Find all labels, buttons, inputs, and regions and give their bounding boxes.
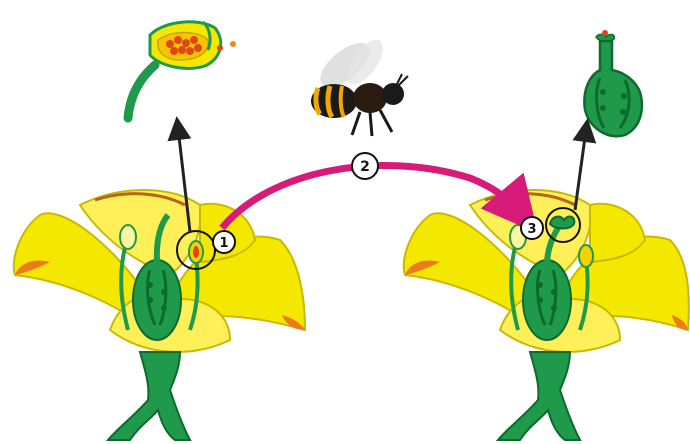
step-label-3: 3 — [527, 222, 536, 237]
step-marker-1: 1 — [213, 231, 235, 253]
step-marker-2: 2 — [352, 153, 378, 179]
step-label-1: 1 — [219, 236, 228, 251]
pointer-arrow-right — [575, 130, 586, 210]
bee-icon — [311, 34, 408, 136]
step-marker-3: 3 — [521, 217, 543, 239]
pistil-with-ovules — [584, 30, 642, 136]
flower-right — [404, 190, 689, 440]
anther-with-pollen — [128, 22, 236, 118]
flower-left — [14, 190, 305, 440]
step-label-2: 2 — [360, 159, 370, 175]
